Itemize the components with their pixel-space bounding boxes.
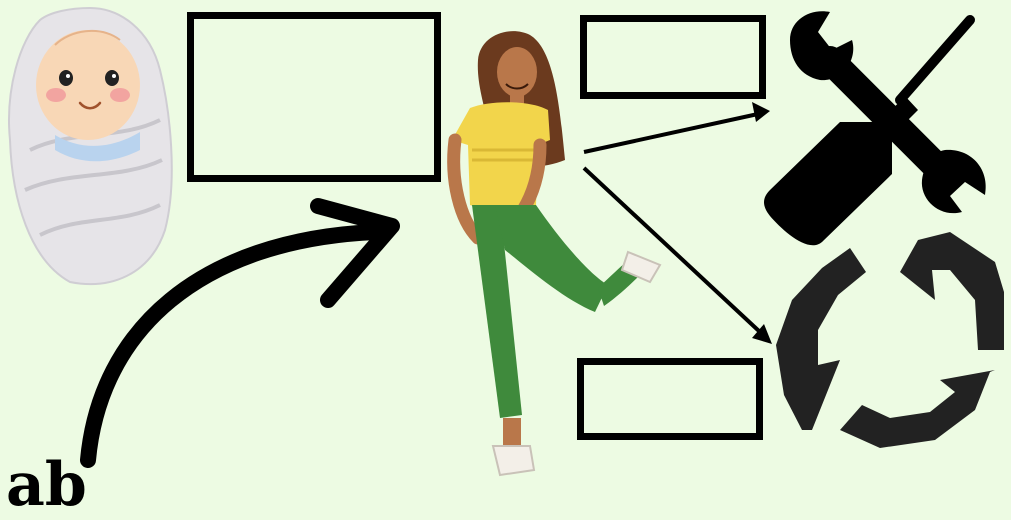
baby-cheek <box>110 88 130 102</box>
empty-box-top-left <box>187 12 441 182</box>
screwdriver-shaft <box>900 20 970 100</box>
arrow-shaft <box>584 168 760 332</box>
bottom-left-text: ab <box>6 455 87 515</box>
recycle-arrow-left <box>776 248 866 430</box>
baby-cheek <box>46 88 66 102</box>
baby-eye-right <box>105 70 119 86</box>
recycle-arrow-bottom <box>840 370 995 448</box>
empty-box-bottom <box>577 358 763 440</box>
baby-face <box>36 30 140 140</box>
arrow-to-recycle <box>584 168 772 344</box>
baby-illustration <box>9 8 172 284</box>
wrench-screwdriver-icon <box>764 11 986 245</box>
woman-ankle <box>503 418 521 446</box>
recycle-arrow-top <box>900 232 1004 350</box>
diagram-canvas <box>0 0 1011 487</box>
screwdriver-handle <box>764 96 918 245</box>
eye-shine <box>112 74 116 78</box>
arrow-shaft <box>584 114 758 152</box>
woman-pants-leg-raised <box>495 205 608 312</box>
curved-arrow-head <box>318 206 392 300</box>
woman-shoe <box>493 446 534 475</box>
recycle-arrows-icon <box>776 232 1004 448</box>
empty-box-top-right <box>580 15 766 99</box>
wrench-jaw-top <box>790 11 853 80</box>
eye-shine <box>66 74 70 78</box>
arrow-to-tools <box>584 102 770 152</box>
wrench-jaw-bottom <box>922 150 986 213</box>
arrow-head <box>752 102 770 122</box>
baby-eye-left <box>59 70 73 86</box>
